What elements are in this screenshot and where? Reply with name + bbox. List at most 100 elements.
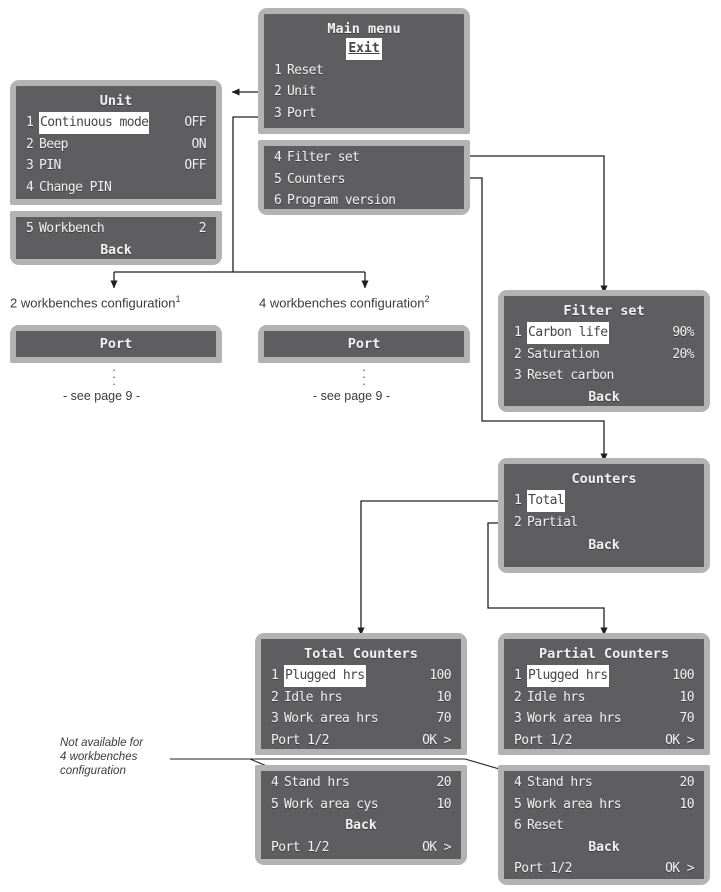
item-number: 5 xyxy=(271,796,279,812)
item-label: Stand hrs xyxy=(284,775,350,790)
item-number: 1 xyxy=(514,325,522,340)
caption-two-workbenches: 2 workbenches configuration1 xyxy=(10,294,181,310)
main-menu-title: Main menu xyxy=(327,21,401,37)
footer-label: Port 1/2 xyxy=(514,861,572,876)
item-label: Program version xyxy=(287,193,396,208)
item-number: 2 xyxy=(271,689,279,705)
item-number: 3 xyxy=(514,711,522,726)
partial-counters-back-button[interactable]: Back xyxy=(588,839,620,855)
item-label: Total xyxy=(527,490,566,512)
item-label: Partial xyxy=(527,514,578,530)
main-menu-item-program-version[interactable]: 6 Program version xyxy=(274,190,454,212)
item-label: Beep xyxy=(39,136,69,152)
item-value: ON xyxy=(191,136,207,152)
item-number: 1 xyxy=(271,668,279,683)
item-number: 4 xyxy=(26,179,34,195)
port-left-ellipsis: ··· xyxy=(111,362,117,391)
item-number: 6 xyxy=(514,818,522,833)
partial-counters-title: Partial Counters xyxy=(538,646,670,662)
item-value: 90% xyxy=(672,325,694,340)
unit-back-button[interactable]: Back xyxy=(100,242,132,258)
footnote-marker-1: 1 xyxy=(175,294,181,304)
item-label: Idle hrs xyxy=(284,689,342,705)
footer-value: OK > xyxy=(665,732,695,748)
footer-value: OK > xyxy=(422,839,452,855)
item-number: 4 xyxy=(271,775,279,790)
item-label: Continuous mode xyxy=(39,112,150,134)
counters-title: Counters xyxy=(571,471,637,487)
item-label: Reset xyxy=(527,818,564,833)
total-counters-back-button[interactable]: Back xyxy=(345,818,377,833)
filter-set-back-button[interactable]: Back xyxy=(588,389,620,405)
item-label: Idle hrs xyxy=(527,689,585,705)
item-value: 10 xyxy=(436,796,452,812)
item-number: 2 xyxy=(514,514,522,530)
partial-counters-item-reset[interactable]: 6 Reset xyxy=(514,815,694,837)
item-number: 2 xyxy=(274,84,282,99)
footer-value: OK > xyxy=(422,732,452,748)
port-left-title: Port xyxy=(99,336,133,352)
item-label: Stand hrs xyxy=(527,775,593,790)
item-label: Workbench xyxy=(39,221,105,236)
port-right-title: Port xyxy=(347,336,381,352)
counters-item-partial[interactable]: 2 Partial xyxy=(514,512,694,534)
screen-port-right[interactable]: Port xyxy=(258,325,470,363)
item-number: 1 xyxy=(514,668,522,683)
item-number: 3 xyxy=(271,711,279,726)
footnote-marker-2: 2 xyxy=(424,294,430,304)
item-label: Work area hrs xyxy=(284,711,379,726)
counters-back-button[interactable]: Back xyxy=(588,538,620,553)
caption-text: 4 workbenches configuration xyxy=(259,295,425,311)
item-label: Work area hrs xyxy=(527,711,622,726)
item-number: 4 xyxy=(274,150,282,165)
item-number: 1 xyxy=(26,115,34,130)
item-label: Saturation xyxy=(527,346,600,362)
item-number: 6 xyxy=(274,193,282,208)
port-left-see-page: - see page 9 - xyxy=(63,389,141,403)
item-label: Work area hrs xyxy=(527,796,622,812)
main-menu-exit[interactable]: Exit xyxy=(274,38,454,60)
item-number: 4 xyxy=(514,775,522,790)
caption-four-workbenches: 4 workbenches configuration2 xyxy=(259,294,430,310)
screen-port-left[interactable]: Port xyxy=(10,325,222,363)
item-label: PIN xyxy=(39,158,61,173)
